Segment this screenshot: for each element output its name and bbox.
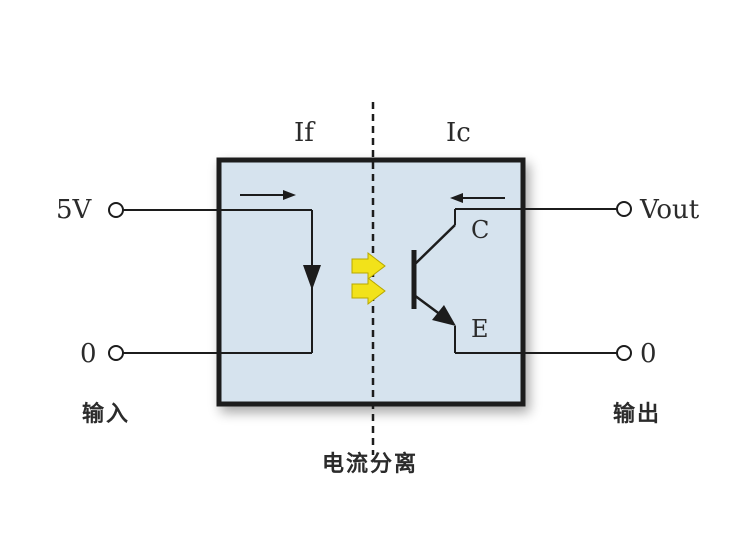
input-high-label: 5V	[56, 195, 92, 225]
light-arrows	[351, 251, 386, 306]
emitter-label: E	[471, 315, 489, 343]
emitter-arrow	[432, 305, 456, 326]
output-signal-terminal	[616, 201, 632, 217]
isolation-caption: 电流分离	[322, 452, 419, 477]
input-low-label: 0	[80, 339, 97, 369]
output-caption: 输出	[613, 402, 662, 427]
input-low-terminal	[108, 345, 124, 361]
input-current-arrow	[240, 190, 296, 200]
output-low-terminal	[616, 345, 632, 361]
input-current-label: If	[294, 118, 314, 148]
output-current-label: Ic	[446, 118, 471, 148]
output-signal-label: Vout	[640, 195, 700, 225]
output-current-arrow	[450, 193, 505, 203]
input-caption: 输入	[82, 402, 131, 427]
input-high-terminal	[108, 202, 124, 218]
input-flow-arrow	[303, 265, 321, 290]
collector-label: C	[471, 216, 490, 244]
output-low-label: 0	[640, 339, 657, 369]
output-circuit	[454, 208, 617, 354]
